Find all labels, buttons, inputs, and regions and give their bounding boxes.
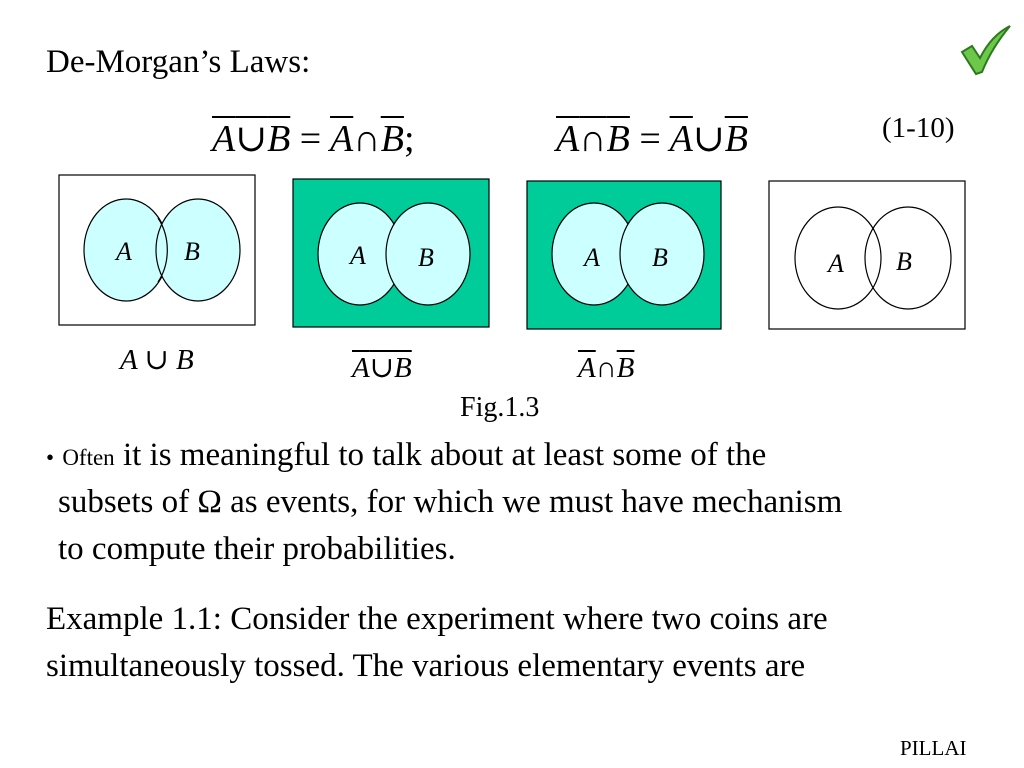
slide-title: De-Morgan’s Laws:: [46, 44, 311, 80]
venn-label-b: B: [184, 237, 200, 266]
caption-union: A ∪ B: [120, 344, 194, 376]
bullet-line-3: to compute their probabilities.: [58, 531, 456, 567]
venn-diagram-complement-union: A B: [292, 178, 490, 328]
venn-diagram-outline: A B: [768, 180, 966, 330]
de-morgan-formula-union: A∪B = A∩B;: [212, 118, 415, 160]
figure-label: Fig.1.3: [460, 392, 540, 423]
bullet-line-2: subsets of Ω as events, for which we mus…: [58, 484, 843, 520]
venn-diagram-complement-intersection: A B: [526, 180, 722, 330]
de-morgan-formula-intersection: A∩B = A∪B: [556, 118, 748, 160]
caption-complement-intersection: A∩B: [578, 352, 635, 384]
venn-label-a: A: [114, 237, 132, 266]
venn-label-a: A: [582, 243, 600, 272]
example-line-2: simultaneously tossed. The various eleme…: [46, 648, 806, 684]
venn-label-b: B: [652, 243, 668, 272]
venn-label-a: A: [348, 241, 366, 270]
equation-number: (1-10): [882, 112, 955, 144]
venn-label-a: A: [826, 249, 844, 278]
venn-label-b: B: [896, 247, 912, 276]
check-mark-icon: [960, 25, 1011, 76]
venn-diagram-union: A B: [58, 174, 256, 326]
footer-author: PILLAI: [900, 736, 967, 760]
example-line-1: Example 1.1: Consider the experiment whe…: [46, 601, 828, 637]
bullet-line-1: • Often it is meaningful to talk about a…: [46, 437, 767, 473]
caption-complement-union: A∪B: [352, 352, 412, 384]
venn-label-b: B: [418, 243, 434, 272]
